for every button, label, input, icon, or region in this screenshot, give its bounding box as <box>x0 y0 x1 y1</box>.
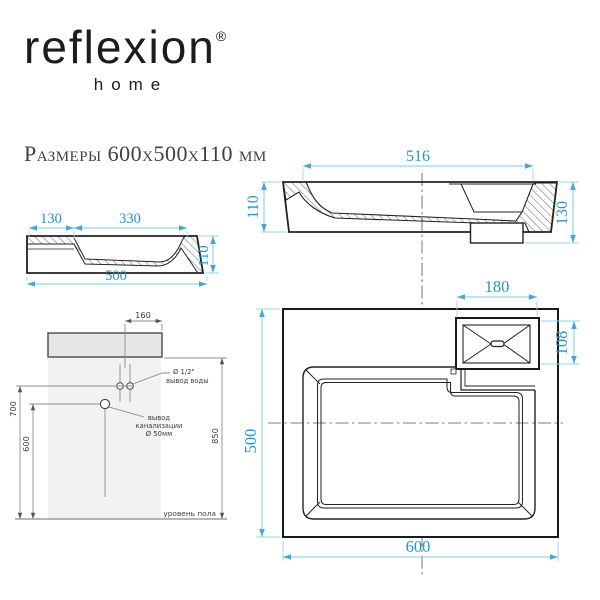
brand-wordmark: reflexion <box>24 21 216 73</box>
front-material-hatch <box>26 235 204 274</box>
side-section-view: 516 110 130 <box>245 148 579 244</box>
dim-500f-extensions <box>26 276 208 281</box>
dim-600h-label: 600 <box>21 436 31 452</box>
sink-front-silhouette <box>47 332 163 358</box>
dim-130-330-extensions <box>28 231 188 239</box>
brand-logo-subtext: home <box>93 74 169 94</box>
dim-180-label: 180 <box>485 277 510 296</box>
basin-rim-inner-b <box>320 382 520 505</box>
drain-label-2: канализации <box>136 422 183 430</box>
side-drain-box <box>469 222 524 244</box>
dim-600t-label: 600 <box>406 537 431 556</box>
dim-516-extensions <box>302 169 534 180</box>
basin-rim-inner-a <box>317 378 523 509</box>
dim-160-extensions <box>124 324 163 368</box>
installation-scheme: 160 700 600 Ø 1/2" вывод воды вывод кана… <box>8 310 227 520</box>
water-outlet-leader <box>132 372 170 385</box>
dim-516-label: 516 <box>406 148 430 165</box>
dim-110f-label: 110 <box>196 245 212 266</box>
brand-logo: reflexion® home <box>24 22 268 95</box>
basin-corner-chamfers <box>305 369 533 517</box>
dim-108-label: 108 <box>552 331 571 356</box>
registered-trademark-icon: ® <box>215 28 227 44</box>
basin-outer-contour <box>302 366 536 520</box>
dim-700-label: 700 <box>8 401 18 417</box>
drain-leader <box>108 406 145 418</box>
faucet-underhang-inner <box>464 369 535 387</box>
dim-850-label: 850 <box>210 428 220 444</box>
drain-label-3: Ø 50мм <box>146 430 172 438</box>
faucet-platform-facets <box>462 324 531 364</box>
dim-110-side-label: 110 <box>245 195 262 218</box>
dim-330-label: 330 <box>119 211 141 227</box>
water-outlet-size-label: Ø 1/2" <box>173 368 195 376</box>
side-material-hatch <box>282 181 558 233</box>
drain-label-1: вывод <box>148 414 171 422</box>
floor-level-label: уровень пола <box>163 509 216 518</box>
top-view: 180 108 500 600 <box>241 277 580 561</box>
page-title: Размеры 600x500x110 мм <box>24 141 267 166</box>
dim-160-label: 160 <box>135 310 151 320</box>
faucet-underhang-outer <box>460 369 535 391</box>
dim-500f-label: 500 <box>105 268 127 284</box>
dim-500t-label: 500 <box>241 429 260 454</box>
overflow-slot <box>490 340 505 348</box>
platform-corner-tab <box>450 368 457 375</box>
dim-130f-label: 130 <box>40 211 62 227</box>
front-section-view: 130 330 500 110 <box>26 211 219 287</box>
wall-shade <box>48 357 161 519</box>
dim-180-extensions <box>456 301 538 316</box>
brand-logo-text: reflexion® <box>24 21 226 73</box>
side-faucet-recess <box>460 183 534 213</box>
water-outlet-label: вывод воды <box>166 377 209 385</box>
dim-130-label: 130 <box>554 201 571 225</box>
drain-outlet <box>99 398 111 410</box>
